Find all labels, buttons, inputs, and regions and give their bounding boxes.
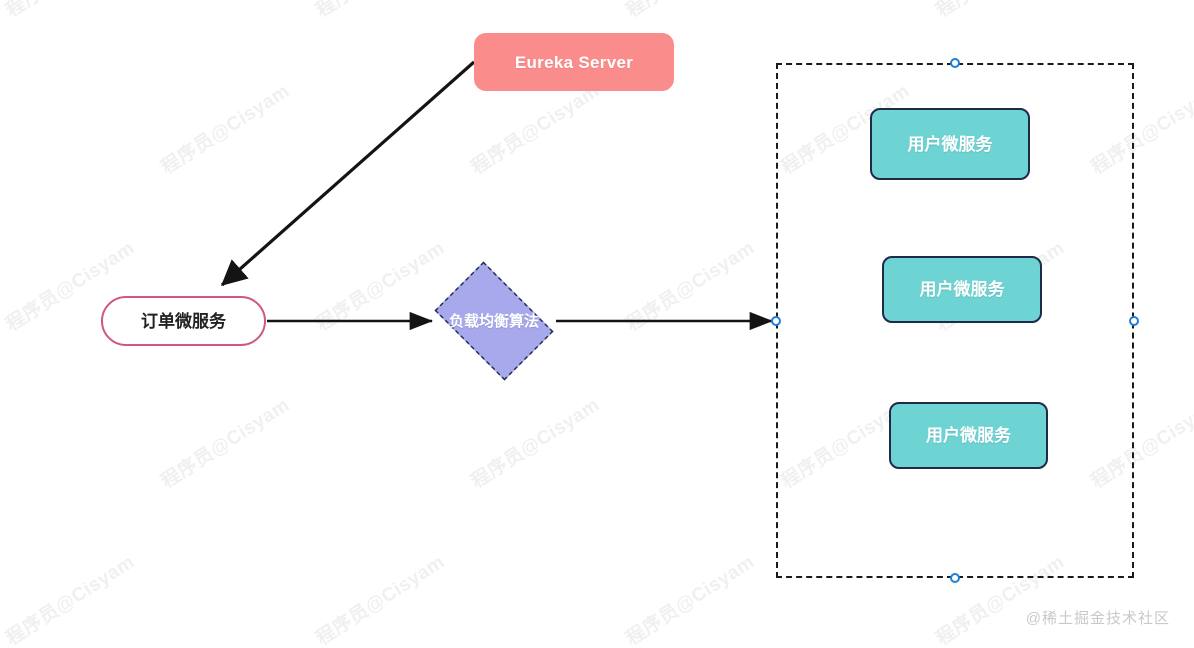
watermark-tile: 程序员@Cisyam — [622, 551, 759, 648]
watermark-tile: 程序员@Cisyam — [620, 0, 759, 23]
watermark-tile: 程序员@Cisyam — [622, 237, 759, 336]
watermark-tile: 程序员@Cisyam — [0, 0, 139, 23]
watermark-tile: 程序员@Cisyam — [310, 0, 449, 23]
watermark-tile: 程序员@Cisyam — [2, 551, 139, 648]
node-user-service-1-label: 用户微服务 — [907, 134, 993, 154]
node-user-service-2[interactable]: 用户微服务 — [882, 256, 1042, 323]
footer-watermark: @稀土掘金技术社区 — [1025, 610, 1170, 627]
node-eureka-server[interactable]: Eureka Server — [474, 33, 674, 91]
node-order-service-label: 订单微服务 — [141, 311, 226, 331]
watermark-tile: 程序员@Cisyam — [312, 551, 449, 648]
selection-handle-bottom[interactable] — [950, 573, 960, 583]
node-user-service-2-label: 用户微服务 — [919, 280, 1005, 299]
watermark-tile: 程序员@Cisyam — [157, 80, 294, 179]
node-load-balancer-label: 负载均衡算法 — [448, 312, 539, 330]
selection-handle-right[interactable] — [1129, 316, 1139, 326]
node-user-service-3-label: 用户微服务 — [926, 426, 1011, 445]
watermark-tile: 程序员@Cisyam — [467, 394, 604, 493]
edge-eureka-to-order-service — [220, 60, 476, 287]
node-order-service[interactable]: 订单微服务 — [101, 296, 266, 346]
watermark-tile: 程序员@Cisyam — [157, 394, 294, 493]
node-load-balancer[interactable]: 负载均衡算法 — [424, 261, 564, 381]
node-user-service-3[interactable]: 用户微服务 — [889, 402, 1048, 469]
node-eureka-server-label: Eureka Server — [514, 52, 634, 72]
selection-handle-top[interactable] — [950, 58, 960, 68]
watermark-tile: 程序员@Cisyam — [467, 80, 604, 179]
watermark-tile: 程序员@Cisyam — [930, 0, 1069, 23]
selection-handle-left[interactable] — [771, 316, 781, 326]
node-user-service-1[interactable]: 用户微服务 — [870, 108, 1030, 180]
